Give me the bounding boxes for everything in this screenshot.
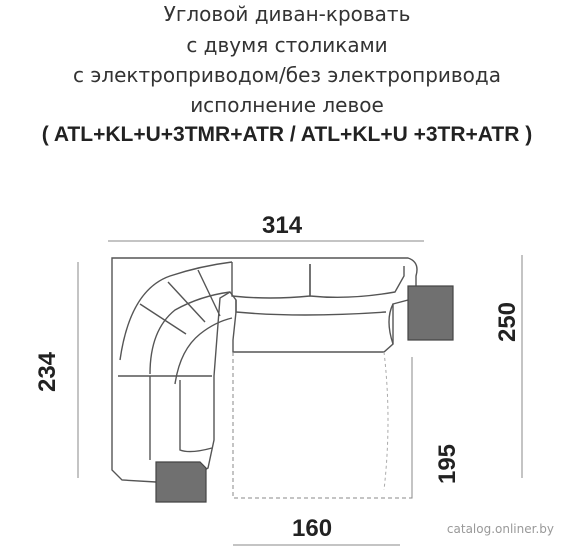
back-cushion-2 [309, 264, 405, 299]
sofa-outline [111, 257, 418, 483]
bed-extension-edge [383, 351, 389, 491]
corner-back-inner [149, 291, 231, 375]
watermark: catalog.onliner.by [446, 522, 554, 536]
dim-extension-depth: 195 [434, 443, 462, 485]
back-cushion-1 [231, 262, 311, 299]
dimension-lines [77, 240, 523, 546]
title-line-3: с электроприводом/без электропривода [73, 63, 501, 87]
title-line-4: исполнение левое [190, 93, 384, 117]
left-table [155, 461, 207, 503]
dim-extension-width: 160 [292, 515, 333, 542]
dim-top-width: 314 [262, 212, 303, 239]
corner-back-outer [119, 261, 233, 361]
dim-left-height: 234 [34, 351, 62, 393]
right-table [407, 285, 454, 341]
model-codes: ( ATL+KL+U+3TMR+ATR / ATL+KL+U +3TR+ATR … [41, 123, 533, 146]
corner-seat-inner [174, 317, 233, 385]
title-line-2: с двумя столиками [186, 33, 388, 57]
title-line-1: Угловой диван-кровать [163, 2, 411, 26]
seat-front-top [235, 300, 387, 316]
corner-divider-2 [167, 281, 206, 323]
dim-right-height: 250 [494, 301, 522, 343]
corner-divider-1 [139, 303, 187, 335]
sofa-body [111, 257, 418, 483]
left-seat-cushion [179, 380, 213, 453]
corner-divider-3 [197, 269, 221, 317]
bed-extension-outline [232, 352, 413, 499]
right-armrest-edge [388, 303, 394, 345]
